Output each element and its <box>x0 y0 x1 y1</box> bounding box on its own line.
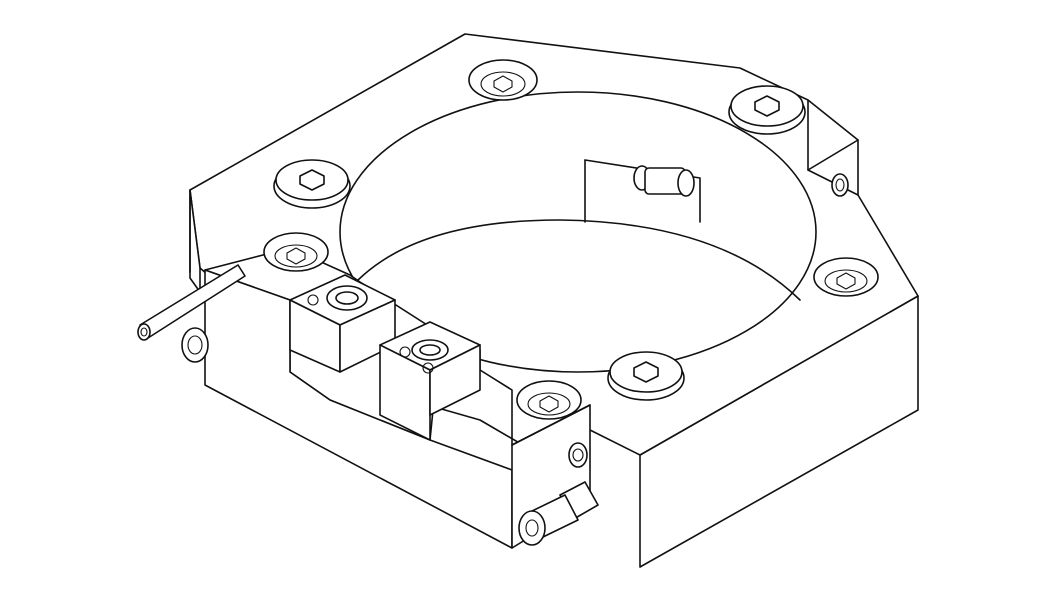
jaw-block-left <box>289 274 396 373</box>
jaw-block-right <box>379 321 481 441</box>
counterbored-hole <box>516 380 582 420</box>
counterbored-hole <box>263 232 329 272</box>
side-plug <box>181 327 209 363</box>
side-plug <box>831 173 849 197</box>
cap-screw <box>607 351 685 401</box>
pneumatic-fitting <box>518 481 599 546</box>
side-plug <box>568 442 588 468</box>
counterbored-hole <box>468 59 538 101</box>
counterbored-hole <box>813 257 879 297</box>
cap-screw <box>273 159 351 209</box>
air-tube <box>137 264 246 341</box>
inner-fitting <box>633 165 695 197</box>
central-bore <box>339 91 817 373</box>
cap-screw <box>728 85 806 135</box>
